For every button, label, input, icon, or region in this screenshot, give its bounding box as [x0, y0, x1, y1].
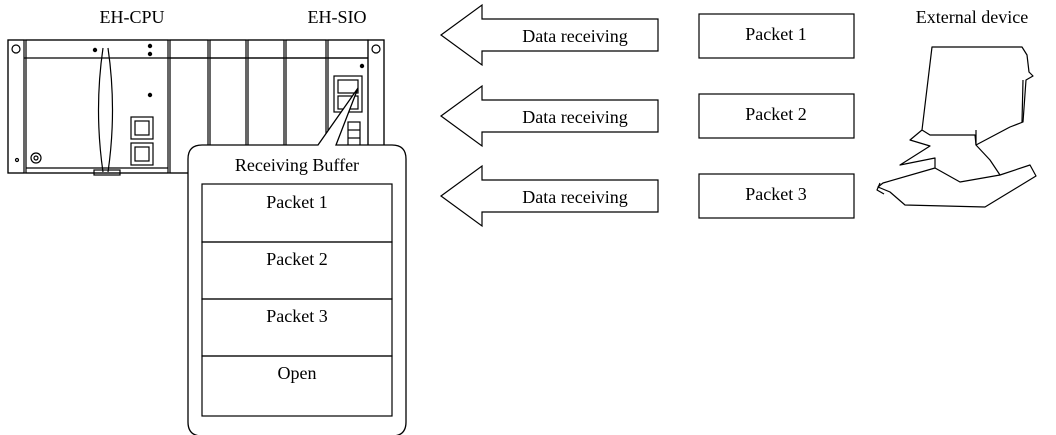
receive-arrow-2: Data receiving [439, 84, 659, 148]
external-device-label: External device [916, 7, 1028, 27]
buffer-slot-label: Packet 3 [266, 306, 327, 326]
arrow-label: Data receiving [522, 107, 627, 127]
receiving-buffer: Receiving Buffer Packet 1 Packet 2 Packe… [187, 87, 407, 435]
cpu-module [25, 39, 169, 176]
buffer-slot-label: Packet 2 [266, 249, 327, 269]
mount-hole-icon [11, 44, 21, 54]
packet-box-3: Packet 3 [698, 173, 855, 219]
arrow-label: Data receiving [522, 26, 627, 46]
buffer-title: Receiving Buffer [235, 155, 359, 175]
packet-box-2: Packet 2 [698, 93, 855, 139]
packet-label: Packet 2 [745, 104, 806, 124]
cpu-port-2-icon [130, 142, 154, 166]
buffer-callout [187, 87, 407, 435]
receive-arrow-1: Data receiving [439, 3, 659, 67]
mount-hole-icon [30, 152, 42, 164]
cpu-label: EH-CPU [99, 7, 164, 27]
left-arrow-icon [439, 84, 659, 148]
buffer-slot-label: Open [278, 363, 317, 383]
mount-hole-icon [371, 44, 381, 54]
left-arrow-icon [439, 164, 659, 228]
cpu-port-1-icon [130, 116, 154, 140]
packet-label: Packet 3 [745, 184, 806, 204]
packet-box-1: Packet 1 [698, 13, 855, 59]
buffer-slot-4 [201, 355, 393, 417]
external-device-icon [876, 46, 1037, 208]
arrow-label: Data receiving [522, 187, 627, 207]
receive-arrow-3: Data receiving [439, 164, 659, 228]
packet-label: Packet 1 [745, 24, 806, 44]
buffer-slot-label: Packet 1 [266, 192, 327, 212]
left-arrow-icon [439, 3, 659, 67]
sio-label: EH-SIO [308, 7, 367, 27]
